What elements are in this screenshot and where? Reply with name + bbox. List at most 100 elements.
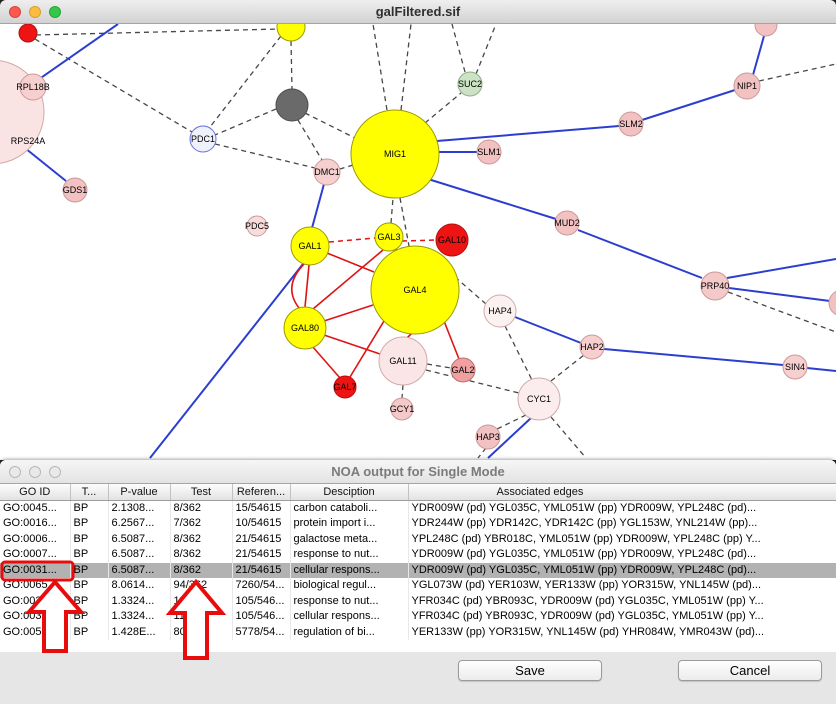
column-header-associated-edges[interactable]: Associated edges xyxy=(408,484,836,500)
table-cell: galactose meta... xyxy=(290,532,408,548)
close-button[interactable] xyxy=(9,6,21,18)
table-cell: 8.0614... xyxy=(108,578,170,594)
node-unknown-gray[interactable] xyxy=(276,89,308,121)
node-label-gal4: GAL4 xyxy=(403,285,426,295)
node-label-slm1: SLM1 xyxy=(477,147,501,157)
close-button[interactable] xyxy=(9,466,21,478)
column-header-desciption[interactable]: Desciption xyxy=(290,484,408,500)
table-cell: BP xyxy=(70,500,108,516)
zoom-button[interactable] xyxy=(49,466,61,478)
edge-dash xyxy=(210,36,281,127)
edge-dash xyxy=(478,448,486,458)
table-cell: BP xyxy=(70,625,108,641)
table-cell: 105/546... xyxy=(232,594,290,610)
edge-blue xyxy=(437,126,619,141)
edge-dash xyxy=(35,39,192,132)
table-row[interactable]: GO:0031...BP6.5087...8/36221/54615cellul… xyxy=(0,563,836,579)
node-unknown-topleft[interactable] xyxy=(19,24,37,42)
table-cell: 7/362 xyxy=(170,516,232,532)
node-label-gal3: GAL3 xyxy=(377,232,400,242)
table-cell: 8/362 xyxy=(170,547,232,563)
node-label-hap4: HAP4 xyxy=(488,306,512,316)
node-unknown-top[interactable] xyxy=(277,24,305,41)
edge-blue xyxy=(753,36,764,75)
column-header-test[interactable]: Test xyxy=(170,484,232,500)
table-cell: 21/54615 xyxy=(232,532,290,548)
edge-blue xyxy=(729,288,830,301)
table-cell: YER133W (pp) YOR315W, YNL145W (pd) YHR08… xyxy=(408,625,836,641)
table-row[interactable]: GO:0031...BP1.3324...11/362105/546...cel… xyxy=(0,609,836,625)
edge-dash xyxy=(401,24,411,110)
node-label-gal11: GAL11 xyxy=(389,356,416,366)
table-cell: GO:0045... xyxy=(0,500,70,516)
edge-dash xyxy=(215,144,315,168)
table-row[interactable]: GO:0050...BP1.428E...80/3625778/54...reg… xyxy=(0,625,836,641)
table-cell: 80/362 xyxy=(170,625,232,641)
noa-results-table: GO IDT...P-valueTestReferen...Desciption… xyxy=(0,484,836,652)
edge-red xyxy=(444,321,459,359)
edge-dash xyxy=(728,292,836,332)
node-label-gds1: GDS1 xyxy=(63,185,88,195)
node-label-hap3: HAP3 xyxy=(476,432,500,442)
edge-dash xyxy=(452,24,465,72)
table-cell: response to nut... xyxy=(290,594,408,610)
node-label-gal1: GAL1 xyxy=(298,241,321,251)
cancel-button[interactable]: Cancel xyxy=(678,660,822,681)
table-cell: 11/362 xyxy=(170,609,232,625)
edge-dash xyxy=(391,198,393,223)
node-label-nip1: NIP1 xyxy=(737,81,757,91)
edge-blue xyxy=(578,230,702,278)
table-cell: BP xyxy=(70,532,108,548)
node-label-pdc5: PDC5 xyxy=(245,221,269,231)
zoom-button[interactable] xyxy=(49,6,61,18)
table-cell: 1.3324... xyxy=(108,594,170,610)
table-cell: 8/362 xyxy=(170,563,232,579)
network-canvas[interactable]: RPS24ARPL18BPDC1GDS1DMC1MIG1SUC2SLM1SLM2… xyxy=(0,24,836,460)
column-header-t[interactable]: T... xyxy=(70,484,108,500)
network-graph[interactable]: RPS24ARPL18BPDC1GDS1DMC1MIG1SUC2SLM1SLM2… xyxy=(0,24,836,460)
edge-dash xyxy=(425,93,461,123)
edge-blue xyxy=(727,259,836,278)
node-label-cyc1: CYC1 xyxy=(527,394,551,404)
table-cell: regulation of bi... xyxy=(290,625,408,641)
table-row[interactable]: GO:0016...BP6.2567...7/36210/54615protei… xyxy=(0,516,836,532)
table-row[interactable]: GO:0031...BP1.3324...11/362105/546...res… xyxy=(0,594,836,610)
table-cell: GO:0031... xyxy=(0,609,70,625)
edge-red xyxy=(292,263,305,308)
edge-blue xyxy=(807,368,836,371)
table-cell: 6.5087... xyxy=(108,547,170,563)
table-cell: 8/362 xyxy=(170,500,232,516)
table-cell: GO:0031... xyxy=(0,594,70,610)
network-window-titlebar[interactable]: galFiltered.sif xyxy=(0,0,836,24)
edge-red xyxy=(305,265,309,307)
node-unknown-topright[interactable] xyxy=(755,24,777,36)
node-label-sin4: SIN4 xyxy=(785,362,805,372)
edge-dash xyxy=(402,385,403,398)
node-label-prp40: PRP40 xyxy=(701,281,730,291)
table-cell: BP xyxy=(70,594,108,610)
table-row[interactable]: GO:0007...BP6.5087...8/36221/54615respon… xyxy=(0,547,836,563)
edge-blue xyxy=(428,179,556,219)
save-button[interactable]: Save xyxy=(458,660,602,681)
network-window: galFiltered.sif RPS24ARPL18BPDC1GDS1DMC1… xyxy=(0,0,836,460)
minimize-button[interactable] xyxy=(29,466,41,478)
node-unknown-right[interactable] xyxy=(829,290,836,316)
noa-window-title: NOA output for Single Mode xyxy=(331,464,505,479)
table-row[interactable]: GO:0065...BP8.0614...94/3627260/54...bio… xyxy=(0,578,836,594)
column-header-go-id[interactable]: GO ID xyxy=(0,484,70,500)
table-row[interactable]: GO:0006...BP6.5087...8/36221/54615galact… xyxy=(0,532,836,548)
table-cell: 105/546... xyxy=(232,609,290,625)
table-cell: BP xyxy=(70,563,108,579)
node-label-mig1: MIG1 xyxy=(384,149,406,159)
edge-reddash xyxy=(329,238,375,242)
table-row[interactable]: GO:0045...BP2.1308...8/36215/54615carbon… xyxy=(0,500,836,516)
noa-window-titlebar[interactable]: NOA output for Single Mode xyxy=(0,460,836,484)
minimize-button[interactable] xyxy=(29,6,41,18)
table-cell: carbon cataboli... xyxy=(290,500,408,516)
table-cell: 21/54615 xyxy=(232,547,290,563)
node-label-gal7: GAL7 xyxy=(333,382,356,392)
table-cell: YDR009W (pd) YGL035C, YML051W (pp) YDR00… xyxy=(408,563,836,579)
column-header-p-value[interactable]: P-value xyxy=(108,484,170,500)
table-cell: 94/362 xyxy=(170,578,232,594)
column-header-referen[interactable]: Referen... xyxy=(232,484,290,500)
